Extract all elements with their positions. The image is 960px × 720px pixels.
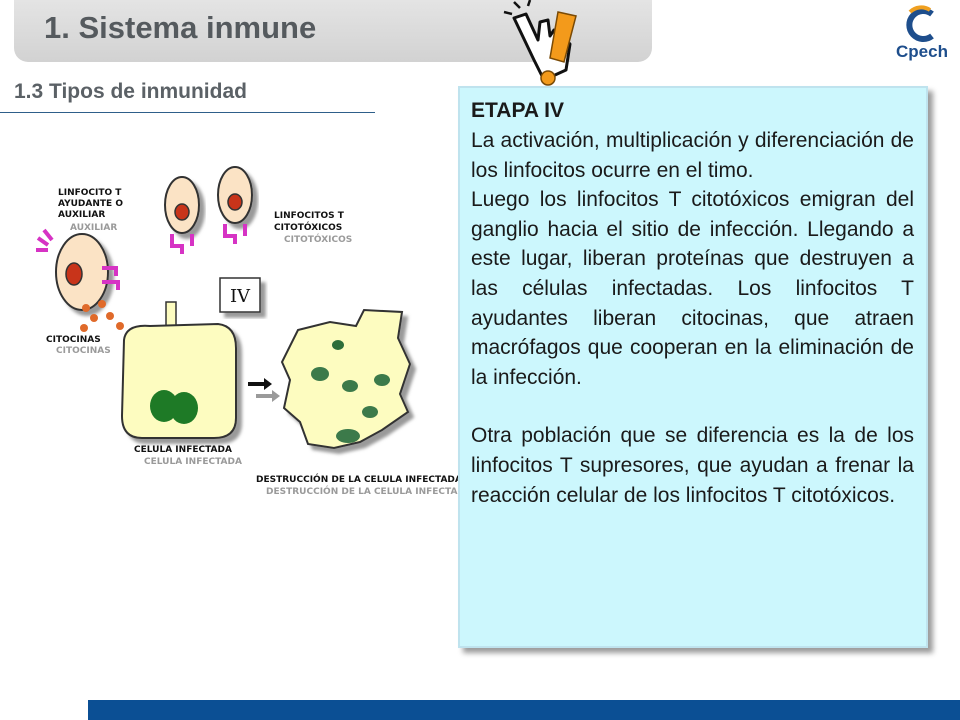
page-title: 1. Sistema inmune: [44, 10, 317, 45]
cpech-logo-icon: [906, 5, 934, 42]
infected-label: CELULA INFECTADA CELULA INFECTADA: [134, 445, 242, 467]
stage-roman-numeral: IV: [230, 286, 251, 307]
stage-heading: ETAPA IV: [471, 99, 564, 122]
subtitle-underline: [0, 112, 375, 113]
cytokines-label-text: CITOCINAS: [46, 335, 101, 345]
process-arrow-icon: [248, 378, 280, 402]
helper-label-line-1: LINFOCITO T: [58, 188, 122, 198]
cytotoxic-t-cells: [164, 166, 253, 254]
section-subtitle: 1.3 Tipos de inmunidad: [14, 80, 247, 103]
cytotoxic-label: LINFOCITOS T CITOTÓXICOS CITOTÓXICOS: [274, 211, 352, 245]
cytotoxic-label-line-1: LINFOCITOS T: [274, 211, 345, 221]
destruction-label-text: DESTRUCCIÓN DE LA CELULA INFECTADA: [256, 473, 460, 485]
stage-box: IV: [219, 277, 261, 313]
destruction-label-shadow: DESTRUCCIÓN DE LA CELULA INFECTADA: [266, 485, 460, 497]
paragraph-migration: Luego los linfocitos T citotóxicos emigr…: [471, 188, 914, 389]
immune-stage-diagram: LINFOCITO T AYUDANTE O AUXILIAR AUXILIAR…: [36, 166, 460, 497]
info-box: ETAPA IV La activación, multiplicación y…: [458, 86, 928, 648]
helper-t-cell: [36, 228, 120, 311]
helper-t-label: LINFOCITO T AYUDANTE O AUXILIAR AUXILIAR: [58, 188, 123, 233]
helper-label-line-3: AUXILIAR: [58, 210, 105, 220]
logo-text: Cpech: [896, 42, 948, 61]
cytokines-label: CITOCINAS CITOCINAS: [46, 335, 111, 356]
paragraph-suppressor: Otra población que se diferencia es la d…: [471, 424, 914, 507]
cytokine-dots: [80, 300, 124, 332]
cytotoxic-label-shadow-line: CITOTÓXICOS: [284, 233, 352, 245]
destroyed-cell: [280, 308, 412, 450]
infected-cell: [120, 301, 237, 439]
paragraph-spacer: [471, 392, 914, 421]
infected-label-text: CELULA INFECTADA: [134, 445, 232, 455]
infected-label-shadow: CELULA INFECTADA: [144, 457, 242, 467]
cytotoxic-label-line-2: CITOTÓXICOS: [274, 221, 342, 233]
helper-label-shadow-line: AUXILIAR: [70, 223, 117, 233]
hand-pointer-exclamation-icon: [503, 0, 577, 86]
helper-label-line-2: AYUDANTE O: [58, 199, 123, 209]
footer-bar: [88, 700, 960, 720]
destruction-label: DESTRUCCIÓN DE LA CELULA INFECTADA DESTR…: [256, 473, 460, 497]
paragraph-activation: La activación, multiplicación y diferenc…: [471, 129, 914, 182]
cpech-logo: Cpech: [886, 4, 958, 68]
cytokines-label-shadow: CITOCINAS: [56, 346, 111, 356]
